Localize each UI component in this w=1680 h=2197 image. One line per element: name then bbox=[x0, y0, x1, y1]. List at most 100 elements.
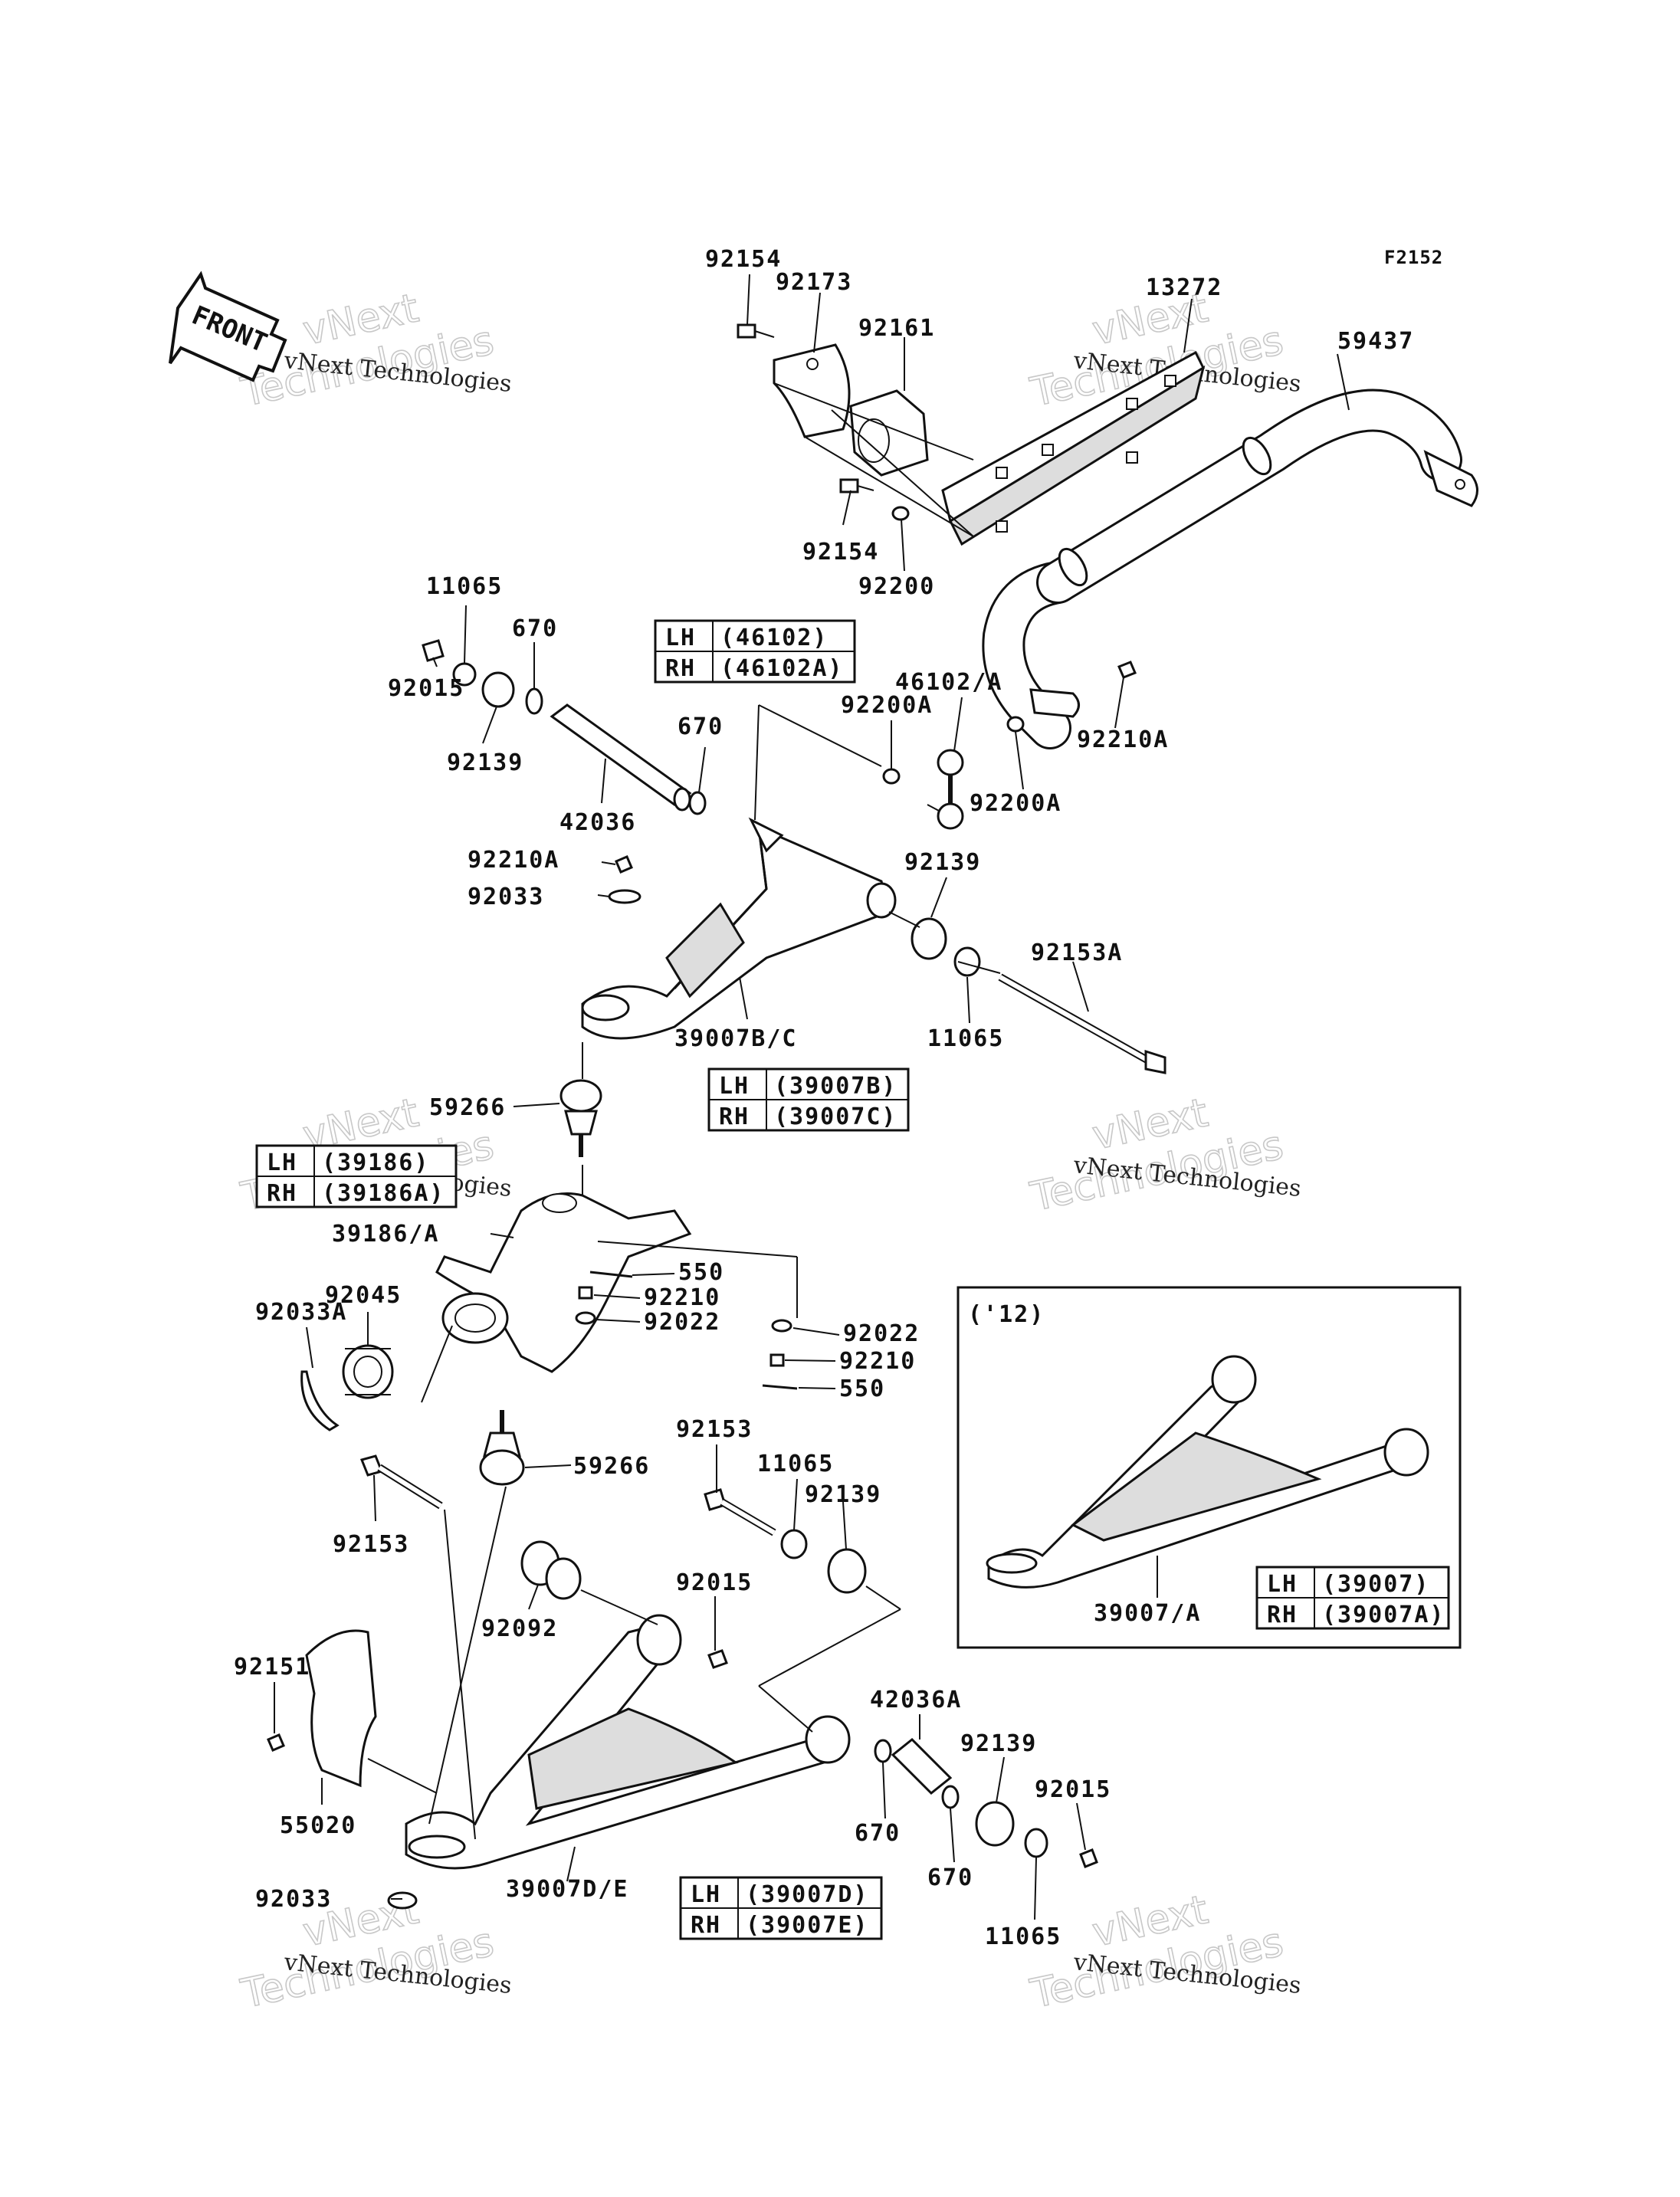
callout-label: 92161 bbox=[858, 315, 935, 342]
washer-92200 bbox=[891, 506, 910, 521]
callout-label: 92015 bbox=[1035, 1776, 1111, 1803]
cotter-pin-550-b bbox=[762, 1384, 798, 1390]
o-ring-670-d bbox=[941, 1785, 960, 1809]
callout-label: 92151 bbox=[234, 1654, 310, 1681]
watermark-bottom-right: vNext Technologies vNext Technologies bbox=[1025, 1887, 1302, 2018]
washer-11065-d bbox=[1024, 1828, 1048, 1858]
svg-text:LH: LH bbox=[665, 625, 696, 651]
callout-label: 670 bbox=[512, 615, 558, 642]
knuckle-39186 bbox=[435, 1192, 692, 1373]
clip-92033-a bbox=[608, 889, 641, 904]
callout-label: 92139 bbox=[960, 1730, 1037, 1757]
circlip-92033a bbox=[300, 1370, 340, 1431]
frame-bracket bbox=[941, 350, 1206, 546]
callout-label: 92210 bbox=[839, 1348, 916, 1375]
leader-lines bbox=[274, 274, 1350, 1920]
callout-labels: 92154 92173 92161 13272 59437 92154 9220… bbox=[234, 246, 1413, 1950]
lower-a-arm bbox=[405, 1614, 851, 1870]
callout-label: 13272 bbox=[1146, 274, 1222, 301]
bushing-92161 bbox=[849, 389, 929, 477]
svg-text:LH: LH bbox=[719, 1073, 750, 1100]
svg-text:LH: LH bbox=[267, 1149, 297, 1176]
callout-label: 55020 bbox=[280, 1812, 356, 1839]
callout-label: 92153 bbox=[676, 1416, 753, 1443]
stabilizer-bar bbox=[982, 389, 1478, 749]
callout-label: 92210 bbox=[644, 1284, 720, 1311]
nut-92210a-b bbox=[1117, 661, 1137, 679]
callout-label: 92022 bbox=[843, 1320, 920, 1347]
callout-label: 92173 bbox=[776, 269, 852, 296]
ball-joint-59266-lower bbox=[479, 1410, 525, 1486]
svg-text:(39186): (39186) bbox=[322, 1149, 429, 1176]
inset-a-arm bbox=[986, 1355, 1429, 1589]
callout-label: 42036 bbox=[559, 809, 636, 836]
bolt-92153a bbox=[998, 973, 1166, 1074]
svg-text:(39007): (39007) bbox=[1322, 1571, 1429, 1598]
clamp-92173 bbox=[773, 343, 851, 438]
callout-label: 670 bbox=[678, 713, 724, 740]
callout-label: 11065 bbox=[426, 573, 503, 600]
upper-a-arm bbox=[581, 817, 897, 1040]
connection-lines bbox=[367, 382, 1001, 1840]
callout-label: 92210A bbox=[468, 847, 559, 874]
svg-text:LH: LH bbox=[1267, 1571, 1298, 1598]
svg-text:LH: LH bbox=[691, 1881, 721, 1908]
callout-label: 92154 bbox=[802, 539, 879, 566]
bolt-92154-bottom bbox=[839, 478, 874, 494]
callout-label: 92015 bbox=[676, 1569, 753, 1596]
nut-92210-b bbox=[769, 1353, 785, 1367]
bushing-92139-b bbox=[911, 917, 947, 960]
callout-label: 92033 bbox=[255, 1886, 332, 1913]
svg-text:(39186A): (39186A) bbox=[322, 1180, 445, 1207]
bolt-92153-left bbox=[359, 1454, 443, 1510]
washer-92022-a bbox=[575, 1311, 596, 1325]
bearing-92045 bbox=[342, 1344, 394, 1399]
svg-text:RH: RH bbox=[1267, 1602, 1298, 1628]
callout-label: 92200A bbox=[841, 692, 933, 719]
callout-label: 92045 bbox=[325, 1282, 402, 1309]
o-ring-670-a bbox=[525, 687, 543, 715]
washer-11065-a bbox=[452, 662, 477, 687]
svg-text:(46102): (46102) bbox=[720, 625, 828, 651]
callout-label: 92200 bbox=[858, 573, 935, 600]
callout-label: 39007/A bbox=[1094, 1600, 1201, 1627]
callout-label: 42036A bbox=[870, 1687, 962, 1713]
callout-label: 92139 bbox=[805, 1481, 881, 1508]
svg-text:(46102A): (46102A) bbox=[720, 655, 844, 682]
bushing-92139-c bbox=[827, 1548, 867, 1594]
bolt-92154-top bbox=[737, 323, 775, 339]
callout-label: 550 bbox=[678, 1259, 724, 1286]
callout-label: 550 bbox=[839, 1376, 885, 1402]
callout-label: 92154 bbox=[705, 246, 782, 273]
callout-label: 670 bbox=[855, 1820, 901, 1847]
svg-text:(39007A): (39007A) bbox=[1322, 1602, 1445, 1628]
nut-92210a-a bbox=[615, 855, 633, 874]
clip-92033-b bbox=[387, 1891, 418, 1910]
front-arrow-icon: FRONT bbox=[169, 271, 287, 382]
pivot-shaft-42036 bbox=[550, 703, 692, 812]
lh-rh-table-39007de: LH (39007D) RH (39007E) bbox=[679, 1876, 883, 1940]
o-ring-670-b bbox=[688, 791, 707, 815]
lh-rh-table-39186: LH (39186) RH (39186A) bbox=[255, 1144, 458, 1208]
callout-label: 46102/A bbox=[895, 669, 1002, 696]
washer-92022-b bbox=[771, 1319, 792, 1333]
callout-label: 92033A bbox=[255, 1299, 347, 1326]
bushing-92139-d bbox=[975, 1801, 1015, 1847]
lh-rh-table-39007bc: LH (39007B) RH (39007C) bbox=[707, 1067, 910, 1132]
cotter-pin-550-a bbox=[589, 1271, 633, 1278]
svg-text:(39007E): (39007E) bbox=[746, 1912, 869, 1939]
nut-92015-a bbox=[422, 639, 445, 662]
washer-92200a-a bbox=[882, 768, 901, 785]
svg-text:RH: RH bbox=[691, 1912, 721, 1939]
callout-label: 92015 bbox=[388, 675, 464, 702]
lh-rh-table-46102: LH (46102) RH (46102A) bbox=[654, 619, 856, 684]
o-ring-670-c bbox=[874, 1739, 892, 1763]
washer-92200a-b bbox=[1006, 716, 1025, 733]
svg-text:RH: RH bbox=[665, 655, 696, 682]
skid-plate-55020 bbox=[305, 1629, 377, 1788]
watermark-mid-right: vNext Technologies vNext Technologies bbox=[1025, 1090, 1302, 1221]
callout-label: 39186/A bbox=[332, 1221, 439, 1248]
callout-label: 39007D/E bbox=[506, 1876, 629, 1903]
washer-11065-b bbox=[953, 946, 981, 977]
lh-rh-table-39007: LH (39007) RH (39007A) bbox=[1255, 1566, 1450, 1630]
